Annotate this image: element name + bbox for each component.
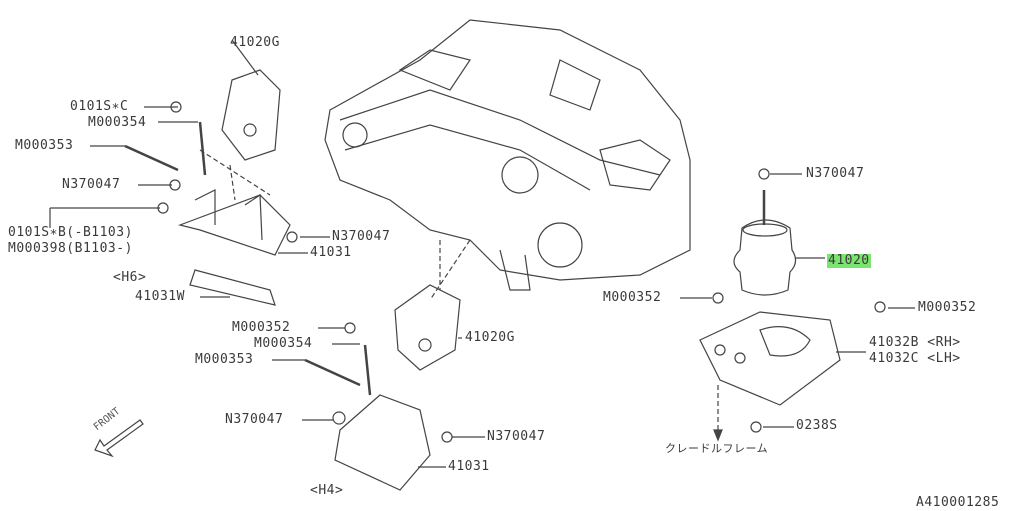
variant-h4: <H4> [310,483,344,498]
label-m000354-h6[interactable]: M000354 [88,115,147,130]
h6-mount-illustration [49,39,330,306]
h4-mount-illustration [272,239,485,491]
label-m000398[interactable]: M000398(B1103-) [8,241,133,256]
rh-mount-illustration [680,168,915,442]
label-m000353-h4[interactable]: M000353 [195,352,254,367]
label-41031-h4[interactable]: 41031 [448,459,490,474]
label-m000352-rh-a[interactable]: M000352 [603,290,662,305]
engine-illustration [324,19,691,291]
label-41020g-h4[interactable]: 41020G [465,330,515,345]
label-n370047-h4-a[interactable]: N370047 [225,412,284,427]
label-n370047-rh[interactable]: N370047 [806,166,865,181]
label-m000352-rh-b[interactable]: M000352 [918,300,977,315]
label-cradle-frame: クレードルフレーム [665,442,769,455]
diagram-id: A410001285 [916,495,1000,510]
label-41031w[interactable]: 41031W [135,289,185,304]
label-n370047-h4-b[interactable]: N370047 [487,429,546,444]
label-41031-h6[interactable]: 41031 [310,245,352,260]
label-n370047-h6-a[interactable]: N370047 [62,177,121,192]
label-n370047-h6-b[interactable]: N370047 [332,229,391,244]
label-41020-highlighted[interactable]: 41020 [827,253,871,268]
label-0238s[interactable]: 0238S [796,418,838,433]
front-arrow-icon [94,419,144,458]
label-0101sc[interactable]: 0101S∗C [70,99,129,114]
variant-h6: <H6> [113,270,147,285]
label-m000352-h4[interactable]: M000352 [232,320,291,335]
label-0101sb[interactable]: 0101S∗B(-B1103) [8,225,133,240]
label-41032b[interactable]: 41032B <RH> [869,335,961,350]
label-41020g-h6[interactable]: 41020G [230,35,280,50]
label-m000354-h4[interactable]: M000354 [254,336,313,351]
label-m000353-h6[interactable]: M000353 [15,138,74,153]
label-41032c[interactable]: 41032C <LH> [869,351,961,366]
